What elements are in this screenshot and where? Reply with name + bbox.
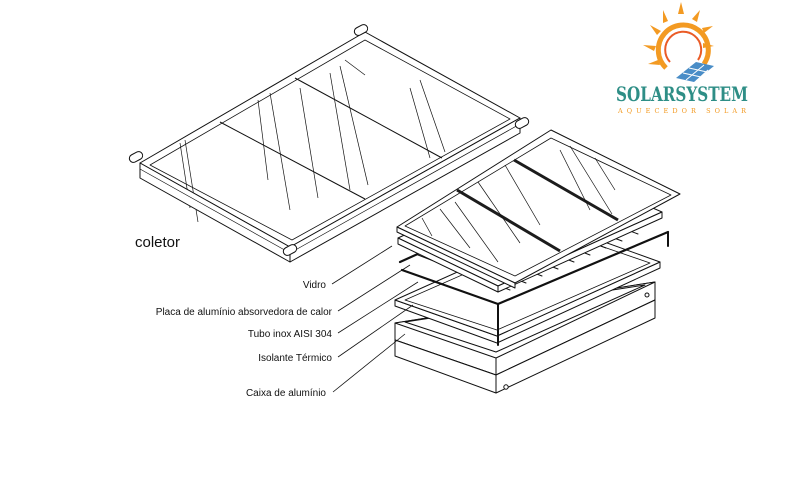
collector-divider <box>294 77 443 159</box>
label-coletor: coletor <box>135 234 180 251</box>
layer-labels: Vidro Placa de alumínio absorvedora de c… <box>156 280 333 399</box>
collector-pipe-stubs <box>128 24 530 256</box>
label-placa: Placa de alumínio absorvedora de calor <box>156 307 333 318</box>
solar-panel-icon <box>676 62 714 82</box>
leader-isolante <box>337 304 414 358</box>
layer-glass <box>396 129 681 289</box>
label-vidro: Vidro <box>303 280 327 291</box>
leader-vidro <box>331 245 393 285</box>
leader-caixa <box>332 333 406 393</box>
label-isolante: Isolante Térmico <box>258 353 332 364</box>
solarsystem-logo: SOLARSYSTEM AQUECEDOR SOLAR <box>616 2 748 115</box>
collector-divider <box>219 121 366 200</box>
collector-glare-lines <box>179 59 446 223</box>
label-caixa: Caixa de alumínio <box>246 388 326 399</box>
leader-lines <box>331 245 419 393</box>
leader-tubo <box>337 281 419 334</box>
label-tubo: Tubo inox AISI 304 <box>248 329 333 340</box>
brand-tagline: AQUECEDOR SOLAR <box>617 107 747 115</box>
collector-glass <box>149 39 511 241</box>
assembled-collector <box>128 24 530 263</box>
leader-placa <box>337 264 411 312</box>
brand-name: SOLARSYSTEM <box>616 82 748 106</box>
collector-right-side <box>289 117 521 263</box>
sun-ring <box>655 22 711 70</box>
